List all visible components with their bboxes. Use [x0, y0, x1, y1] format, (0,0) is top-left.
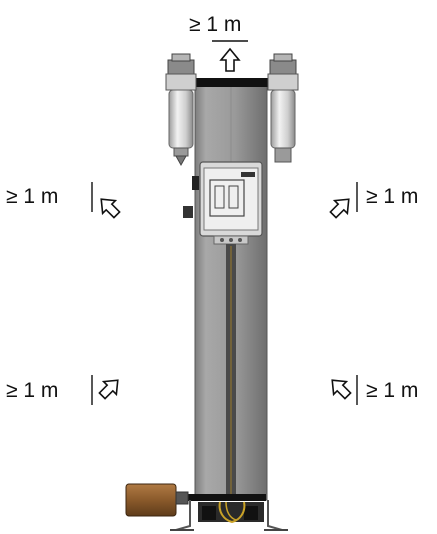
clearance-label-lower-left: ≥ 1 m [6, 379, 59, 402]
stand-legs [170, 500, 288, 531]
controller-box [183, 161, 263, 245]
bottom-manifold [176, 494, 266, 501]
clearance-label-upper-left: ≥ 1 m [6, 185, 59, 208]
arrow-down-right-outline-icon [331, 379, 352, 400]
clearance-label-top: ≥ 1 m [189, 13, 242, 36]
clearance-label-lower-right: ≥ 1 m [366, 379, 419, 402]
top-manifold [178, 78, 286, 87]
arrow-down-left-outline-icon [98, 379, 119, 400]
arrow-up-left-outline-icon [100, 198, 121, 219]
clearance-label-upper-right: ≥ 1 m [366, 185, 419, 208]
outlet-filter [267, 53, 299, 163]
drain-valves [198, 501, 264, 524]
arrow-up-right-outline-icon [329, 198, 350, 219]
arrow-up-outline-icon [219, 47, 241, 72]
inlet-filter [165, 53, 197, 167]
silencer [125, 483, 189, 517]
